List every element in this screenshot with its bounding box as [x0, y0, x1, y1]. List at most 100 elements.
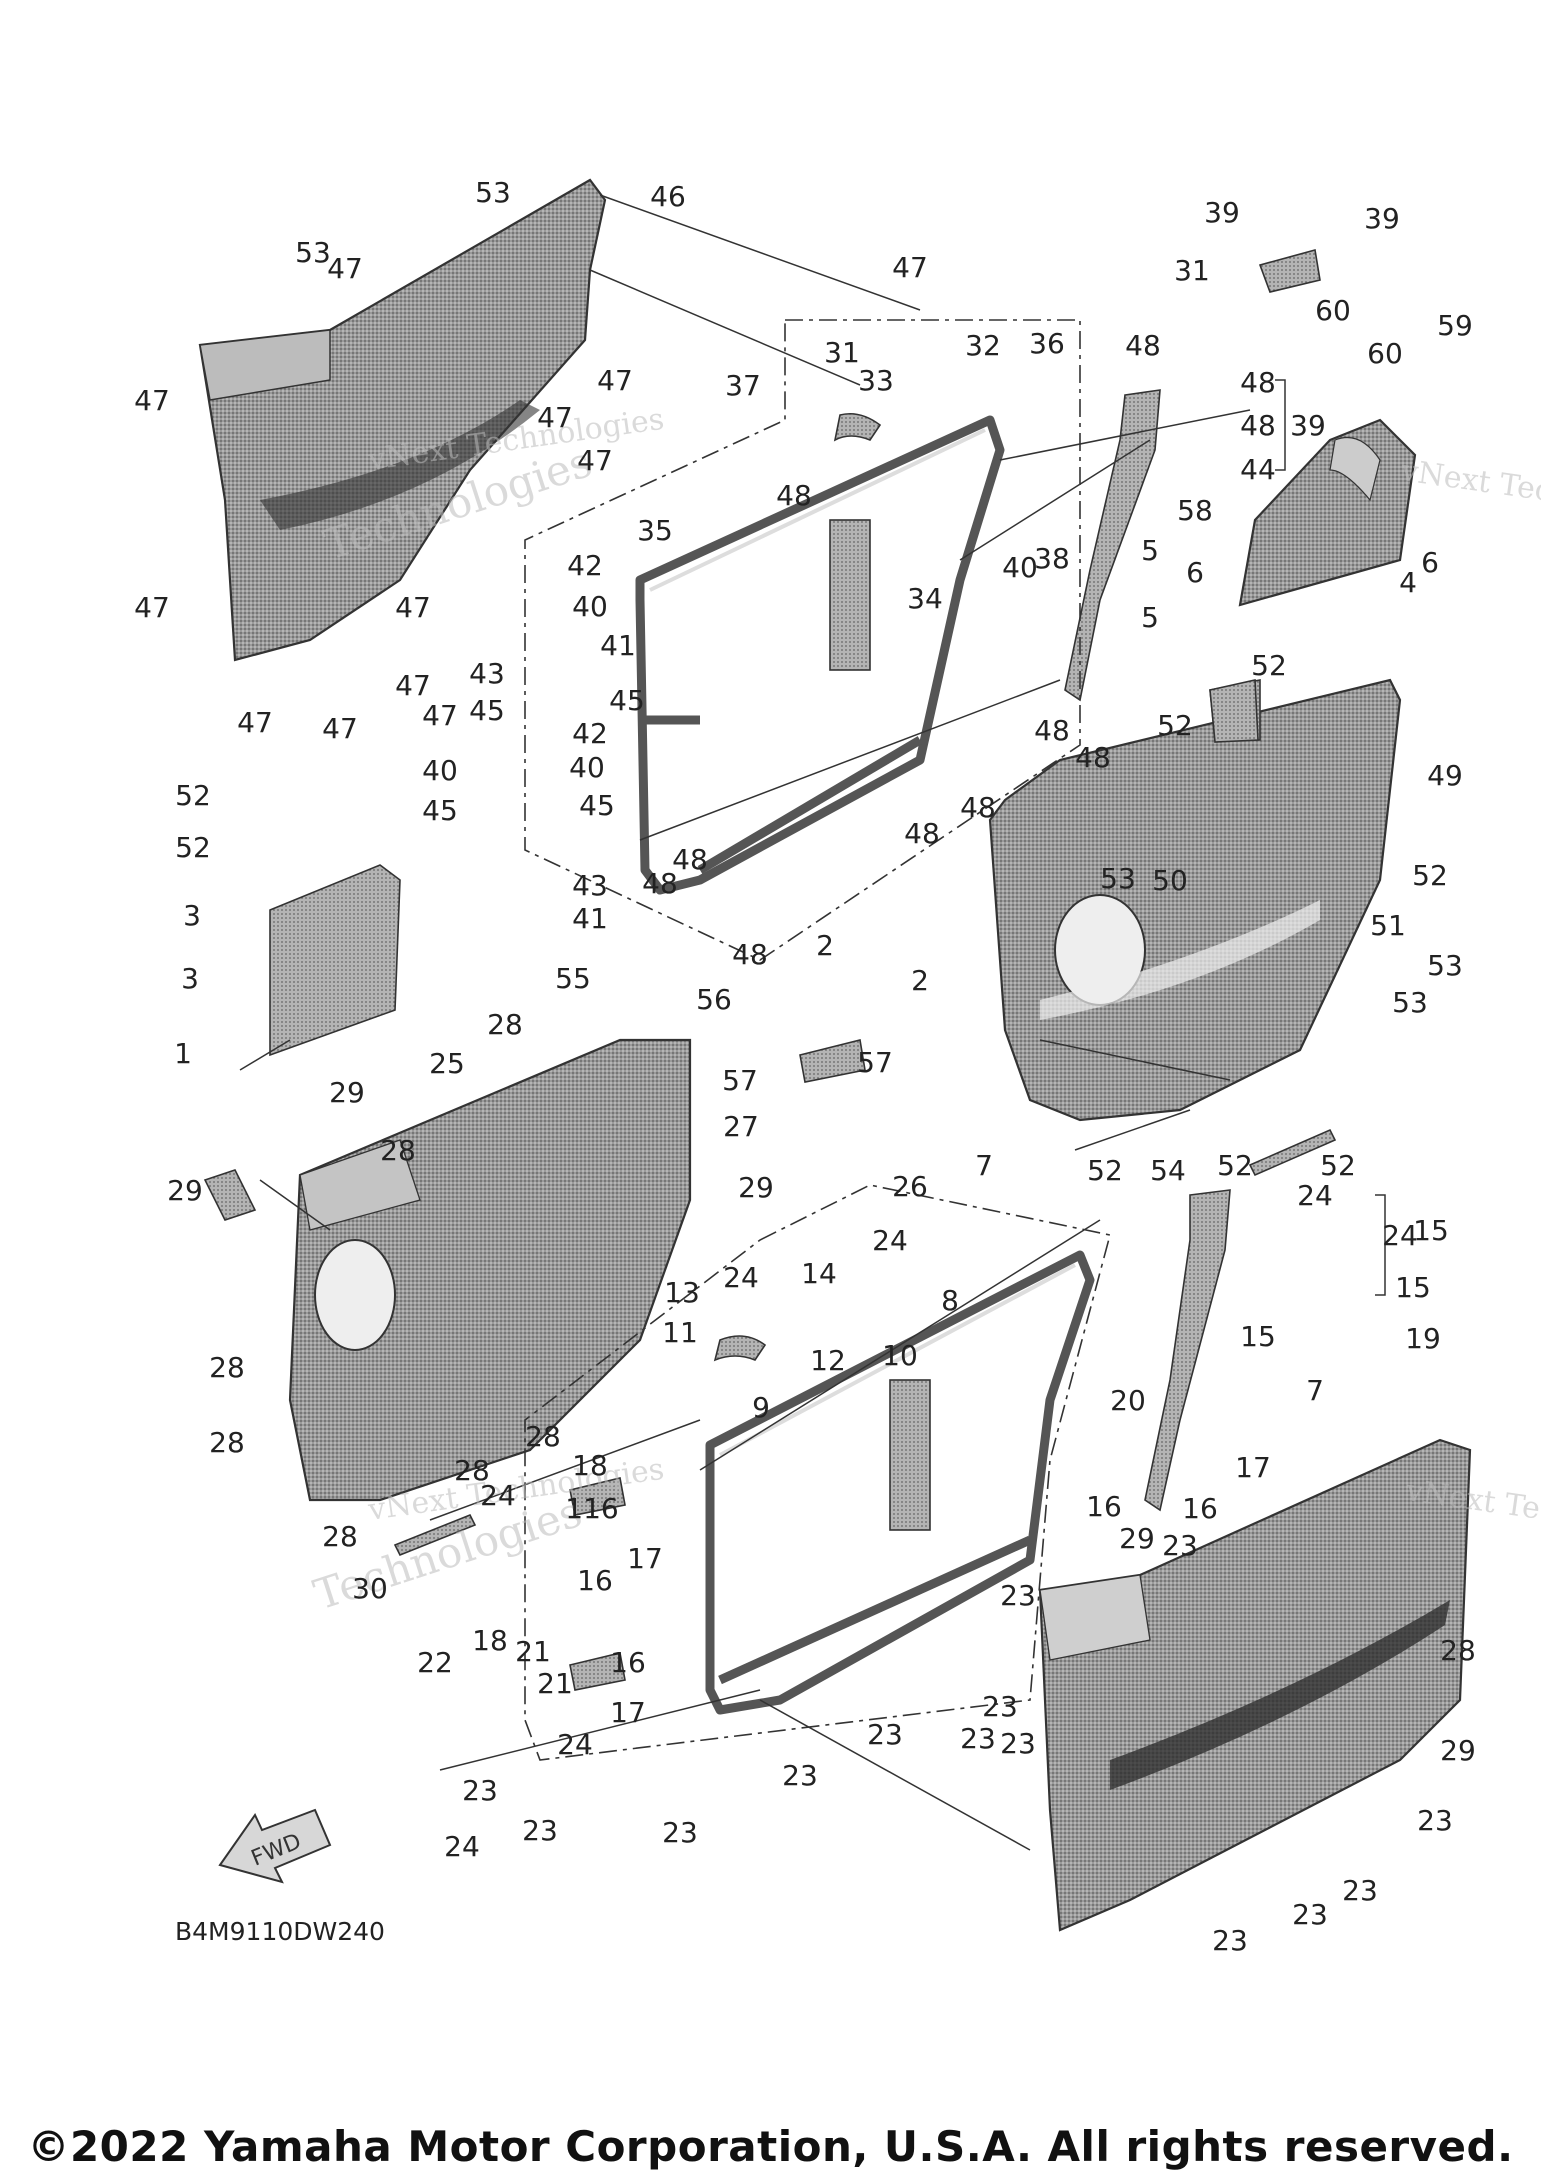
part-callout: 14: [801, 1257, 837, 1290]
part-callout: 16: [577, 1564, 613, 1597]
part-callout: 10: [882, 1339, 918, 1372]
part-callout: 23: [1212, 1924, 1248, 1957]
door-frame-upper: [635, 412, 1005, 895]
leader-lines: [239, 194, 1251, 1851]
part-callout: 2: [911, 964, 929, 997]
part-callout: 42: [572, 717, 608, 750]
part-callout: 30: [352, 1572, 388, 1605]
part-callout: 23: [1000, 1579, 1036, 1612]
part-callout: 40: [569, 751, 605, 784]
part-callout: 53: [1392, 986, 1428, 1019]
part-callout: 5: [1141, 601, 1159, 634]
part-callout: 28: [487, 1008, 523, 1041]
part-callout: 48: [1240, 409, 1276, 442]
part-callout: 116: [565, 1492, 618, 1525]
group-box-31: [524, 319, 1081, 961]
part-callout: 23: [960, 1722, 996, 1755]
part-callout: 46: [650, 180, 686, 213]
part-callout: 28: [322, 1520, 358, 1553]
part-callout: 32: [965, 329, 1001, 362]
part-callout: 48: [776, 479, 812, 512]
part-callout: 56: [696, 983, 732, 1016]
part-callout: 12: [810, 1344, 846, 1377]
part-callout: 15: [1395, 1271, 1431, 1304]
part-callout: 29: [167, 1174, 203, 1207]
part-callout: 31: [824, 336, 860, 369]
part-callout: 17: [610, 1696, 646, 1729]
part-callout: 13: [664, 1276, 700, 1309]
part-callout: 35: [637, 514, 673, 547]
part-callout: 47: [537, 401, 573, 434]
part-callout: 18: [472, 1624, 508, 1657]
part-callout: 43: [469, 657, 505, 690]
part-callout: 19: [1405, 1322, 1441, 1355]
part-callout: 23: [1162, 1529, 1198, 1562]
part-callout: 5: [1141, 534, 1159, 567]
part-callout: 47: [134, 591, 170, 624]
door-panel-25: [288, 1038, 692, 1502]
part-callout: 43: [572, 869, 608, 902]
part-callout: 24: [480, 1479, 516, 1512]
part-callout: 16: [1086, 1490, 1122, 1523]
part-callout: 52: [1087, 1154, 1123, 1187]
part-callout: 47: [134, 384, 170, 417]
cover-4: [1238, 418, 1417, 607]
part-callout: 59: [1437, 309, 1473, 342]
part-callout: 45: [469, 694, 505, 727]
hinge-16-upper: [569, 1477, 626, 1516]
part-callout: 53: [1427, 949, 1463, 982]
door-panel-46: [198, 178, 607, 662]
part-callout: 58: [1177, 494, 1213, 527]
part-callout: 52: [1217, 1149, 1253, 1182]
part-callout: 3: [183, 899, 201, 932]
part-callout: 60: [1367, 337, 1403, 370]
part-callout: 24: [723, 1261, 759, 1294]
part-callout: 31: [1174, 254, 1210, 287]
part-callout: 60: [1315, 294, 1351, 327]
part-callout: 47: [327, 252, 363, 285]
part-callout: 45: [609, 684, 645, 717]
part-callout: 39: [1204, 196, 1240, 229]
part-callout: 48: [732, 938, 768, 971]
part-callout: 48: [642, 867, 678, 900]
part-callout: 21: [515, 1635, 551, 1668]
part-callout: 48: [960, 791, 996, 824]
part-callout: 28: [380, 1134, 416, 1167]
hinge-55: [799, 1039, 866, 1083]
part-callout: 48: [904, 817, 940, 850]
strip-30: [393, 1513, 477, 1557]
group-box-7: [524, 1184, 1111, 1761]
part-callout: 53: [295, 236, 331, 269]
part-callout: 52: [175, 779, 211, 812]
part-callout: 48: [672, 843, 708, 876]
hinge-58: [1258, 248, 1321, 293]
part-callout: 47: [237, 706, 273, 739]
part-callout: 53: [475, 176, 511, 209]
part-callout: 9: [752, 1391, 770, 1424]
part-callout: 17: [1235, 1451, 1271, 1484]
part-callout: 28: [209, 1351, 245, 1384]
part-callout: 7: [975, 1149, 993, 1182]
part-callout: 23: [1000, 1727, 1036, 1760]
part-callout: 23: [1292, 1898, 1328, 1931]
part-callout: 2: [816, 929, 834, 962]
part-callout: 48: [1125, 329, 1161, 362]
part-callout: 47: [395, 591, 431, 624]
part-callout: 26: [892, 1170, 928, 1203]
part-callout: 49: [1427, 759, 1463, 792]
part-callout: 28: [454, 1454, 490, 1487]
part-callout: 57: [722, 1064, 758, 1097]
part-callout: 11: [662, 1316, 698, 1349]
part-callout: 24: [1297, 1179, 1333, 1212]
part-callout: 47: [597, 364, 633, 397]
bracket-1: [269, 864, 401, 1057]
part-callout: 50: [1152, 864, 1188, 897]
part-callout: 23: [462, 1774, 498, 1807]
part-callout: 24: [557, 1728, 593, 1761]
copyright-notice: ©2022 Yamaha Motor Corporation, U.S.A. A…: [27, 2122, 1514, 2171]
part-callout: 28: [209, 1426, 245, 1459]
part-callout: 6: [1421, 546, 1439, 579]
part-callout: 17: [627, 1542, 663, 1575]
part-callout: 34: [907, 582, 943, 615]
part-callout: 15: [1240, 1320, 1276, 1353]
